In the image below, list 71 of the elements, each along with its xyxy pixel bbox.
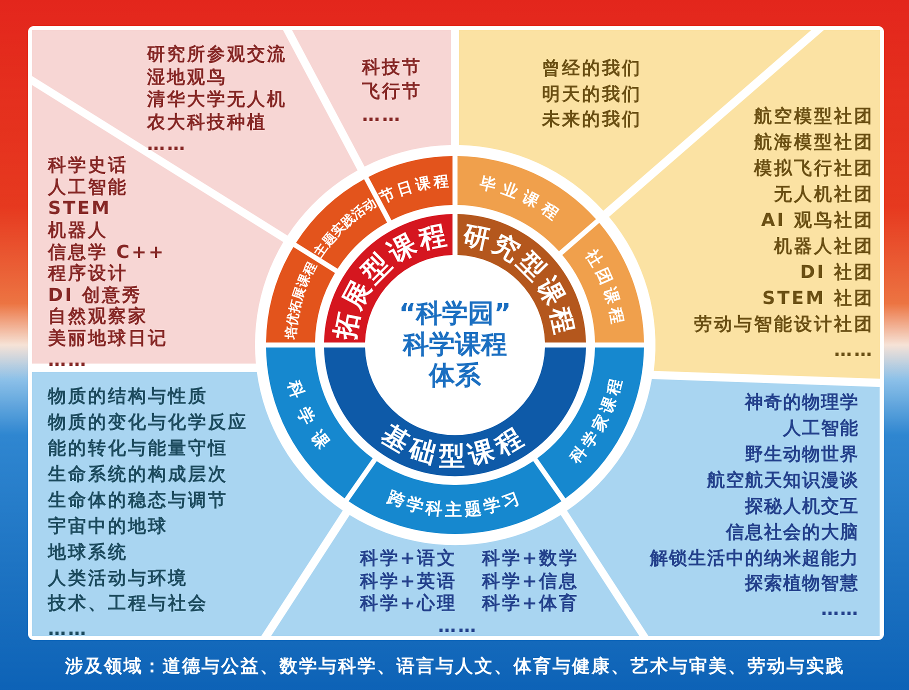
list-item: 技术、工程与社会 [48,593,208,615]
list-item: 生命体的稳态与调节 [48,490,228,512]
list-item: 航空航天知识漫谈 [706,470,859,492]
segment-label: 培优拓展课程 [284,260,320,340]
list-item: 探秘人机交互 [744,496,859,518]
list-item: 信息社会的大脑 [726,522,859,544]
segment-label: 毕业课程 [478,172,568,227]
list-item: 人工智能 [782,418,859,440]
list-item: 机器人社团 [774,236,874,258]
list-item: 野生动物世界 [744,444,859,466]
segment-label: 基础型课程 [376,420,534,472]
list-item: …… [362,105,402,127]
list-item: STEM [48,198,112,220]
list-item: 科学+数学 [482,548,580,570]
ring-segment [537,348,644,498]
segment-label: 科学家课程 [566,372,626,467]
list-item: 程序设计 [48,263,128,285]
list-item: 飞行节 [362,81,422,103]
list-item: 人工智能 [48,176,128,198]
list-item: 科学+信息 [482,570,580,592]
list-item: …… [147,134,187,156]
list-item: …… [48,619,88,641]
list-item: 地球系统 [48,542,128,564]
list-item: 机器人 [48,220,108,242]
list-item: 科学+心理 [360,593,458,615]
list-item: 科学+语文 [360,548,458,570]
list-item: 生命系统的构成层次 [48,464,228,486]
list-item: AI 观鸟社团 [761,210,874,232]
list-item: 自然观察家 [48,306,148,328]
list-item: 科学+英语 [360,570,458,592]
sector-panel [32,372,343,636]
list-item: 模拟飞行社团 [754,158,874,180]
list-item: 能的转化与能量守恒 [48,438,228,460]
list-item: 宇宙中的地球 [48,516,168,538]
list-item: 未来的我们 [542,109,642,131]
list-item: …… [438,616,478,638]
list-item: 湿地观鸟 [147,66,227,88]
list-item: 物质的变化与化学反应 [48,412,248,434]
list-item: 研究所参观交流 [147,44,287,66]
list-item: 无人机社团 [774,184,874,206]
list-item: 明天的我们 [542,84,642,106]
list-item: 曾经的我们 [542,58,642,80]
list-item: 航海模型社团 [754,132,874,154]
list-item: 劳动与智能设计社团 [694,314,874,336]
sector-panel [292,30,451,167]
list-item: 探索植物智慧 [744,573,859,596]
list-item: …… [48,350,88,372]
segment-label: 科学课 [283,378,340,463]
list-item: 神奇的物理学 [744,392,859,414]
list-item: …… [834,340,874,362]
list-item: DI 创意秀 [48,284,142,306]
list-item: 物质的结构与性质 [48,386,208,408]
list-item: …… [820,599,859,621]
caption: 涉及领域：道德与公益、数学与科学、语言与人文、体育与健康、艺术与审美、劳动与实践 [65,655,845,679]
ring-segment [266,348,373,498]
segment-label: 节日课程 [377,172,452,206]
list-item: 科学+体育 [482,593,580,615]
list-item: 科技节 [362,57,422,79]
list-item: 航空模型社团 [754,106,874,128]
segment-label: 社团课程 [582,246,628,329]
list-item: DI 社团 [800,262,874,284]
list-item: 农大科技种植 [147,112,267,134]
list-item: 美丽地球日记 [48,328,168,350]
list-item: 科学史话 [48,155,128,177]
list-item: 清华大学无人机 [147,89,287,111]
segment-label: 跨学科主题学习 [385,487,525,520]
list-item: STEM 社团 [762,288,874,310]
list-item: 信息学 C++ [48,242,166,263]
list-item: 解锁生活中的纳米超能力 [650,548,859,570]
list-item: 人类活动与环境 [48,568,188,590]
center-title: “科学园”科学课程体系 [398,298,512,392]
